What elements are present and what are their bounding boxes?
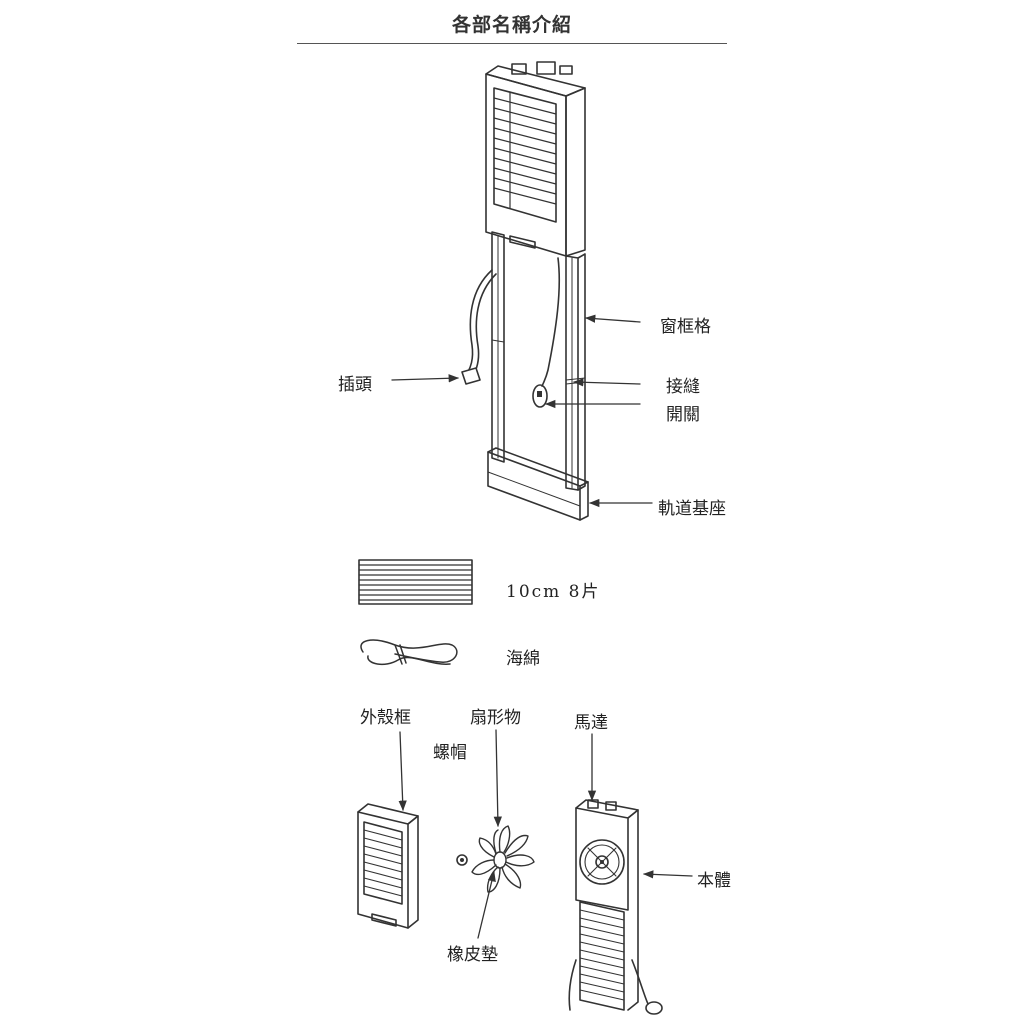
label-rail-base: 軌道基座: [658, 499, 726, 519]
label-outer-frame: 外殼框: [360, 708, 411, 728]
louver-strip-pack: [358, 559, 473, 605]
arrow-fan-blade: [493, 729, 502, 828]
outer-frame-part: [357, 803, 419, 929]
arrow-outer-frame: [398, 731, 407, 812]
page-title: 各部名稱介紹: [451, 14, 572, 36]
arrow-window-frame: [584, 314, 641, 323]
title-divider: [297, 43, 727, 44]
label-window-frame: 窗框格: [660, 317, 711, 337]
arrow-plug: [391, 374, 460, 383]
sponge-strip: [360, 639, 458, 666]
label-sponge: 海綿: [506, 649, 540, 669]
label-switch: 開關: [666, 405, 700, 425]
label-fan-blade: 扇形物: [470, 708, 521, 728]
main-body-part: [568, 799, 663, 1015]
label-motor: 馬達: [574, 713, 608, 733]
arrow-body: [642, 870, 693, 879]
label-louver-spec: 10cm 8片: [506, 582, 601, 602]
pointer-arrows: [391, 314, 693, 939]
label-rubber-pad: 橡皮墊: [447, 945, 498, 965]
fan-blade-part: [471, 825, 535, 893]
label-plug: 插頭: [338, 375, 372, 395]
assembled-window-fan: [461, 61, 589, 521]
label-joint: 接縫: [666, 377, 700, 397]
arrow-joint: [572, 378, 641, 387]
label-nut: 螺帽: [433, 743, 467, 763]
arrow-rubber-pad: [477, 870, 496, 939]
label-body: 本體: [697, 871, 731, 891]
nut-part: [456, 854, 468, 866]
